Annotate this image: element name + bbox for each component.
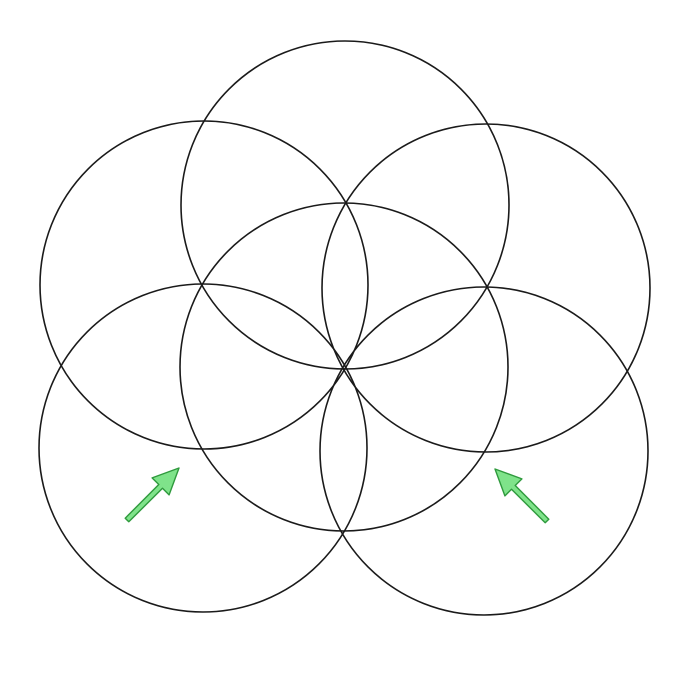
circle-upper-right	[321, 123, 651, 453]
right-arrow	[494, 468, 550, 524]
arrow-group	[124, 467, 550, 524]
circle-group	[38, 40, 651, 616]
circle-lower-left	[38, 283, 368, 613]
circle-lower-right	[319, 286, 649, 616]
left-arrow	[124, 467, 180, 523]
circle-upper-left	[39, 120, 369, 450]
